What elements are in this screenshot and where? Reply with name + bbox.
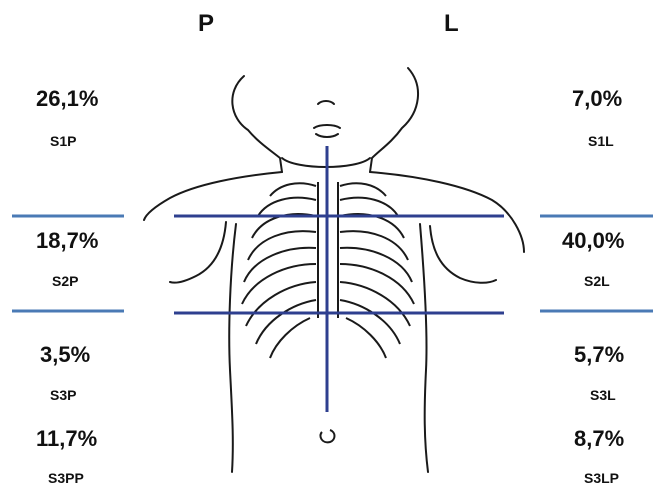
- right-ribs: [340, 183, 414, 358]
- left-side-letter: P: [198, 10, 214, 38]
- right-s2-percent: 40,0%: [562, 228, 624, 254]
- right-arm: [430, 226, 496, 283]
- right-side-letter: L: [444, 10, 459, 38]
- right-flank: [420, 224, 428, 472]
- right-s3p-percent: 8,7%: [574, 426, 624, 452]
- left-s1-percent: 26,1%: [36, 86, 98, 112]
- right-s3-label: S3L: [590, 387, 616, 403]
- left-s2-label: S2P: [52, 273, 78, 289]
- right-s3p-label: S3LP: [584, 470, 619, 486]
- right-s2-label: S2L: [584, 273, 610, 289]
- right-s3-percent: 5,7%: [574, 342, 624, 368]
- head-outline: [232, 76, 282, 172]
- left-ribs: [242, 183, 316, 358]
- right-shoulder: [370, 172, 524, 252]
- left-s3p-label: S3PP: [48, 470, 84, 486]
- left-s1-label: S1P: [50, 133, 76, 149]
- left-s3-percent: 3,5%: [40, 342, 90, 368]
- mouth: [314, 125, 340, 137]
- outer-dividers: [12, 216, 653, 311]
- left-arm: [170, 222, 226, 283]
- nose: [318, 101, 334, 104]
- left-s3-label: S3P: [50, 387, 76, 403]
- left-flank: [229, 224, 236, 472]
- right-s1-percent: 7,0%: [572, 86, 622, 112]
- right-s1-label: S1L: [588, 133, 614, 149]
- head-outline-right: [370, 68, 418, 172]
- left-s3p-percent: 11,7%: [36, 426, 97, 452]
- body-outline: [144, 68, 524, 472]
- left-s2-percent: 18,7%: [36, 228, 98, 254]
- navel: [320, 430, 334, 442]
